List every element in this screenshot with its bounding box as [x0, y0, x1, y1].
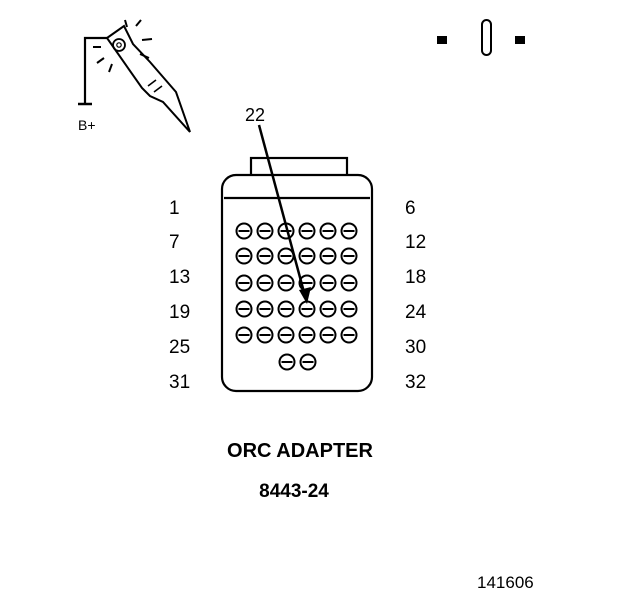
- test-light-lead: [83, 36, 112, 104]
- test-light: [78, 19, 191, 133]
- bulb-icon: [112, 38, 126, 52]
- bulb-filament: [116, 42, 122, 48]
- battery-positive-label: B+: [78, 117, 96, 133]
- pin-cavity: [298, 300, 316, 318]
- adapter-part-number: 8443-24: [259, 481, 329, 502]
- pin-cavity: [256, 274, 274, 292]
- pin-label: 6: [405, 198, 416, 219]
- pin-cavity: [298, 326, 316, 344]
- pin-cavity: [277, 300, 295, 318]
- fuse-symbol-icon: [437, 19, 525, 56]
- pin-cavity: [256, 222, 274, 240]
- pin-cavity: [319, 274, 337, 292]
- pin-cavity: [340, 274, 358, 292]
- pin-cavity: [256, 300, 274, 318]
- pin-cavity: [298, 222, 316, 240]
- pin-cavity: [256, 247, 274, 265]
- pin-cavity: [298, 247, 316, 265]
- pin-label: 24: [405, 302, 427, 323]
- callout-arrowhead-icon: [299, 287, 311, 304]
- pin-cavity: [319, 247, 337, 265]
- pin-cavity: [235, 326, 253, 344]
- pin-cavity: [277, 326, 295, 344]
- probe-fin: [153, 85, 163, 93]
- pin-callout-label: 22: [245, 105, 265, 125]
- pin-cavity: [319, 326, 337, 344]
- pin-label: 7: [169, 232, 180, 253]
- pin-label: 30: [405, 337, 426, 358]
- pin-label: 31: [169, 372, 190, 393]
- pin-label: 18: [405, 267, 426, 288]
- pin-label: 12: [405, 232, 426, 253]
- pin-cavity: [235, 247, 253, 265]
- pin-cavity: [319, 300, 337, 318]
- pin-cavity: [340, 326, 358, 344]
- pin-cavity: [256, 326, 274, 344]
- pin-cavity: [278, 353, 296, 371]
- callout-arrow-line: [257, 124, 307, 297]
- orc-adapter-connector: [220, 156, 374, 393]
- pin-label: 25: [169, 337, 190, 358]
- figure-id: 141606: [477, 573, 534, 592]
- pin-label: 13: [169, 267, 190, 288]
- adapter-name: ORC ADAPTER: [227, 440, 373, 462]
- pin-cavity: [235, 274, 253, 292]
- pin-cavity: [340, 300, 358, 318]
- probe-fin: [147, 79, 157, 87]
- pin-cavity: [299, 353, 317, 371]
- pin-label: 1: [169, 198, 180, 219]
- connector-pin-grid: [235, 222, 358, 371]
- pin-cavity: [340, 222, 358, 240]
- probe-body-icon: [105, 24, 191, 133]
- left-pin-labels: 1 7 13 19 25 31: [169, 198, 190, 393]
- pin-cavity: [340, 247, 358, 265]
- glow-rays-icon: [93, 19, 153, 73]
- pin-cavity: [277, 274, 295, 292]
- pin-cavity: [235, 300, 253, 318]
- right-pin-labels: 6 12 18 24 30 32: [405, 198, 427, 393]
- pin-cavity: [277, 247, 295, 265]
- pin-label: 19: [169, 302, 190, 323]
- pin-cavity: [319, 222, 337, 240]
- pin-label: 32: [405, 372, 426, 393]
- pin-cavity: [235, 222, 253, 240]
